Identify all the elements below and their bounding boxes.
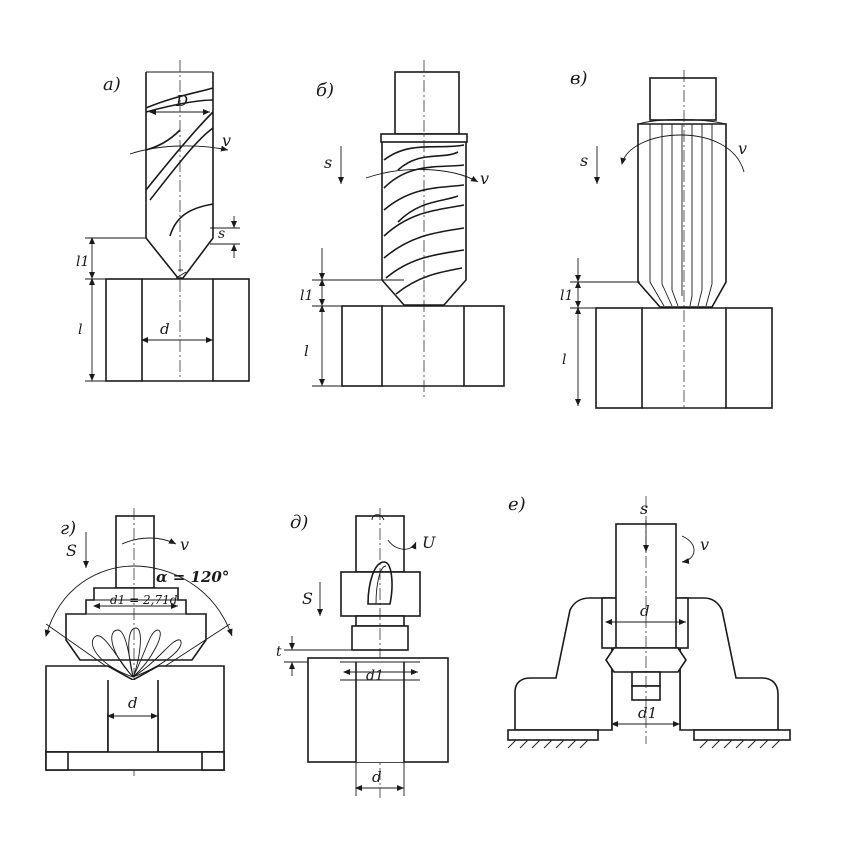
reamer-body: [637, 119, 727, 308]
angle-arc: [44, 565, 233, 637]
label-l1: l1: [560, 288, 573, 304]
panel-d: д) U S d1 t d: [276, 508, 449, 798]
label-s: s: [580, 151, 588, 170]
panel-e-letter: е): [508, 494, 526, 515]
base-right: [693, 729, 791, 741]
workpiece-left: [595, 307, 643, 409]
label-s: s: [640, 499, 648, 518]
panel-b-letter: б): [316, 80, 334, 101]
counterbore-head: [340, 571, 421, 617]
label-l: l: [304, 342, 309, 360]
panel-b: б) s v l1: [300, 60, 505, 400]
label-v: v: [738, 139, 747, 158]
label-v: v: [180, 535, 189, 554]
rotation-arrow: [129, 145, 229, 155]
label-s: S: [66, 541, 77, 560]
panel-g-letter: г): [60, 518, 76, 539]
label-d1: d1: [638, 704, 657, 722]
label-s: s: [218, 226, 225, 242]
panel-a-letter: а): [103, 74, 121, 95]
label-d1: d1 = 2,71d: [110, 593, 178, 607]
label-s: S: [302, 589, 313, 608]
panel-g: г) α = 120° S v d1 = 2,71d: [44, 508, 233, 776]
label-d: d: [160, 320, 170, 338]
reamer-shank: [649, 77, 717, 121]
label-d: d: [640, 602, 650, 620]
panel-v-letter: в): [570, 68, 588, 89]
casting-right: [679, 597, 779, 731]
label-l: l: [562, 352, 566, 368]
base-left: [507, 729, 599, 741]
workpiece-right: [463, 305, 505, 387]
label-v: U: [422, 533, 436, 552]
label-d: d: [372, 768, 382, 786]
label-alpha: α = 120°: [156, 568, 229, 586]
label-d1: d1: [366, 668, 384, 684]
label-v: v: [700, 535, 709, 554]
label-l1: l1: [300, 288, 313, 304]
panel-v: в) s v l1 l: [560, 68, 773, 410]
label-v: v: [222, 131, 231, 150]
workpiece-right: [212, 278, 250, 382]
label-l: l: [78, 322, 82, 338]
panel-a: а) D v s: [76, 60, 250, 382]
workpiece-right: [725, 307, 773, 409]
countersink-shank: [394, 71, 460, 135]
tool-shank: [115, 515, 155, 589]
label-v: v: [480, 169, 489, 188]
label-l1: l1: [76, 254, 89, 270]
label-t: t: [276, 644, 282, 660]
label-s: s: [324, 153, 332, 172]
panel-e: е) s v d d1: [507, 494, 791, 749]
panel-d-letter: д): [290, 512, 308, 533]
label-D: D: [175, 92, 188, 110]
twist-drill: [145, 71, 214, 279]
workpiece-left: [341, 305, 383, 387]
workpiece-left: [105, 278, 143, 382]
label-d: d: [128, 694, 138, 712]
casting-left: [514, 597, 613, 731]
